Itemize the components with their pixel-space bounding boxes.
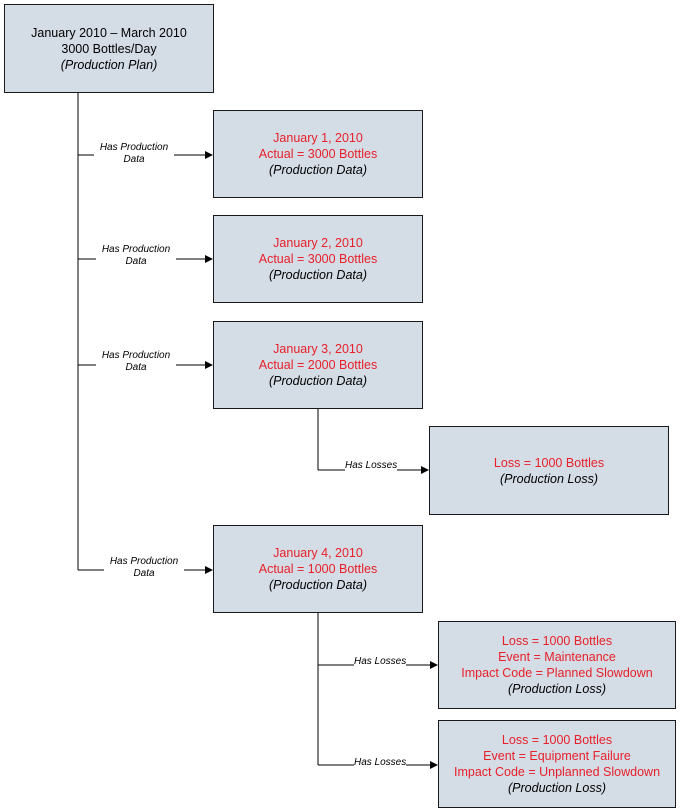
production-actual: Actual = 1000 Bottles	[258, 562, 378, 576]
production-plan-node: January 2010 – March 2010 3000 Bottles/D…	[4, 4, 214, 93]
relation-label-has-production-data: Has Production Data	[104, 556, 184, 580]
production-type: (Production Data)	[269, 268, 367, 282]
production-data-node: January 3, 2010 Actual = 2000 Bottles (P…	[213, 321, 423, 409]
loss-type: (Production Loss)	[500, 471, 598, 486]
relation-label-has-losses: Has Losses	[345, 460, 398, 472]
plan-rate: 3000 Bottles/Day	[61, 41, 157, 56]
loss-event: Event = Maintenance	[498, 650, 616, 664]
relation-label-has-production-data: Has Production Data	[96, 350, 176, 374]
production-data-node: January 2, 2010 Actual = 3000 Bottles (P…	[213, 215, 423, 303]
loss-type: (Production Loss)	[508, 781, 606, 795]
loss-type: (Production Loss)	[508, 682, 606, 696]
production-actual: Actual = 3000 Bottles	[258, 252, 378, 266]
plan-period: January 2010 – March 2010	[31, 25, 187, 40]
production-type: (Production Data)	[269, 578, 367, 592]
loss-detail: Loss = 1000 Bottles	[493, 455, 605, 470]
loss-detail: Loss = 1000 Bottles	[501, 733, 613, 747]
relation-label-has-production-data: Has Production Data	[94, 142, 174, 166]
production-data-node: January 4, 2010 Actual = 1000 Bottles (P…	[213, 525, 423, 613]
production-type: (Production Data)	[269, 374, 367, 388]
relation-label-has-production-data: Has Production Data	[96, 244, 176, 268]
production-date: January 1, 2010	[273, 131, 363, 145]
production-actual: Actual = 2000 Bottles	[258, 358, 378, 372]
production-date: January 3, 2010	[273, 342, 363, 356]
production-data-node: January 1, 2010 Actual = 3000 Bottles (P…	[213, 110, 423, 198]
production-type: (Production Data)	[269, 163, 367, 177]
loss-impact-code: Impact Code = Planned Slowdown	[461, 666, 653, 680]
production-loss-node: Loss = 1000 Bottles Event = Maintenance …	[438, 621, 676, 709]
relation-label-has-losses: Has Losses	[354, 656, 407, 668]
plan-type: (Production Plan)	[60, 57, 158, 72]
production-date: January 2, 2010	[273, 236, 363, 250]
loss-detail: Loss = 1000 Bottles	[501, 634, 613, 648]
loss-event: Event = Equipment Failure	[483, 749, 631, 763]
production-date: January 4, 2010	[273, 546, 363, 560]
production-actual: Actual = 3000 Bottles	[258, 147, 378, 161]
relation-label-has-losses: Has Losses	[354, 757, 407, 769]
loss-impact-code: Impact Code = Unplanned Slowdown	[453, 765, 661, 779]
production-loss-node: Loss = 1000 Bottles (Production Loss)	[429, 426, 669, 515]
production-loss-node: Loss = 1000 Bottles Event = Equipment Fa…	[438, 720, 676, 808]
